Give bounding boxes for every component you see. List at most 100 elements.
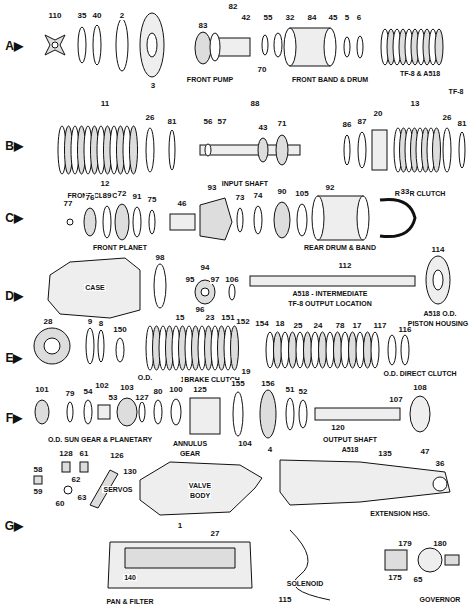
callout-number: 32 <box>285 14 296 22</box>
part-name: GEAR <box>179 450 201 457</box>
clutch-plate <box>289 332 297 368</box>
callout-number: 150 <box>112 326 127 334</box>
callout-number: 96 <box>195 306 206 314</box>
callout-number: 117 <box>373 322 388 330</box>
callout-number: 92 <box>325 184 336 192</box>
callout-number: 26 <box>145 114 156 122</box>
callout-number: 110 <box>48 12 63 20</box>
clutch-plate <box>433 128 441 172</box>
callout-number: 81 <box>457 120 468 128</box>
clutch-plate <box>319 332 327 368</box>
part-name: A518 <box>341 446 360 453</box>
part-name: O.D. DIRECT CLUTCH <box>382 370 457 377</box>
part-name: SOLENOID <box>286 580 325 587</box>
part-name: PISTON HOUSING <box>407 320 470 327</box>
callout-number: 179 <box>397 540 412 548</box>
callout-number: 15 <box>175 314 186 322</box>
part-name: A518 O.D. <box>422 310 457 317</box>
callout-number: 84 <box>307 14 318 22</box>
callout-number: 78 <box>335 322 346 330</box>
callout-number: 152 <box>235 318 250 326</box>
callout-number: 116 <box>398 326 413 334</box>
callout-number: 83 <box>198 22 209 30</box>
callout-number: 26 <box>442 114 453 122</box>
callout-number: 23 <box>205 314 216 322</box>
callout-number: 82 <box>228 3 239 11</box>
clutch-plate <box>231 326 239 370</box>
callout-number: 13 <box>410 100 421 108</box>
callout-number: 43 <box>258 124 269 132</box>
clutch-plate <box>364 332 372 368</box>
clutch-plate <box>371 332 379 368</box>
callout-number: 88 <box>250 100 261 108</box>
callout-number: 101 <box>34 386 49 394</box>
callout-number: 72 <box>117 190 128 198</box>
callout-number: 73 <box>235 194 246 202</box>
part-name: PAN & FILTER <box>105 598 154 605</box>
callout-number: 91 <box>132 193 143 201</box>
callout-number: 103 <box>119 384 134 392</box>
callout-number: 5 <box>344 14 350 22</box>
callout-number: 35 <box>77 12 88 20</box>
part-name: A518 - INTERMEDIATE <box>292 290 369 297</box>
callout-number: 112 <box>338 262 353 270</box>
callout-number: 120 <box>330 424 345 432</box>
part-name: ANNULUS <box>172 440 208 447</box>
clutch-plate <box>296 332 304 368</box>
callout-number: 154 <box>254 320 269 328</box>
row-marker: B▶ <box>4 140 24 152</box>
callout-number: 51 <box>285 386 296 394</box>
callout-number: 11 <box>100 100 110 108</box>
part-name: 140 <box>123 574 137 581</box>
callout-number: 127 <box>134 394 149 402</box>
callout-number: 74 <box>253 192 264 200</box>
callout-number: 87 <box>357 118 368 126</box>
clutch-plate <box>341 332 349 368</box>
part-name: FRONT PUMP <box>186 76 234 83</box>
clutch-plate <box>349 332 357 368</box>
callout-number: 47 <box>420 448 431 456</box>
part-name: CASE <box>84 284 105 291</box>
callout-number: 52 <box>298 388 309 396</box>
clutch-plate <box>356 332 364 368</box>
callout-number: 45 <box>328 14 339 22</box>
callout-number: 40 <box>92 12 103 20</box>
callout-number: 155 <box>230 380 245 388</box>
clutch-plate <box>130 126 138 174</box>
callout-number: 102 <box>94 382 109 390</box>
part-name: TF-8 & A518 <box>399 70 441 77</box>
clutch-plate <box>266 332 274 368</box>
callout-number: 79 <box>65 390 76 398</box>
clutch-plate <box>334 332 342 368</box>
part-name: FRONT BAND & DRUM <box>291 76 369 83</box>
row-marker: C▶ <box>4 212 24 224</box>
callout-number: 97 <box>210 276 221 284</box>
callout-number: 151 <box>220 314 235 322</box>
clutch-plate <box>311 332 319 368</box>
row-marker: F▶ <box>5 412 23 424</box>
callout-number: 100 <box>168 386 183 394</box>
callout-number: 80 <box>153 388 164 396</box>
callout-number: 115 <box>278 596 293 604</box>
part-name: GOVERNOR <box>419 596 462 603</box>
callout-number: 20 <box>373 110 384 118</box>
clutch-plate <box>304 332 312 368</box>
row-marker: D▶ <box>4 290 24 302</box>
part-name: TF-8 <box>448 88 465 95</box>
part-name: OUTPUT SHAFT <box>322 436 378 443</box>
callout-number: 70 <box>257 66 268 74</box>
callout-number: 56 <box>203 118 214 126</box>
callout-number: 54 <box>83 388 94 396</box>
callout-number: 175 <box>387 574 402 582</box>
callout-number: 130 <box>122 468 137 476</box>
part-name: FRONT PLANET <box>92 244 148 251</box>
callout-number: 89 <box>102 192 113 200</box>
part-name: BODY <box>189 492 211 499</box>
callout-number: 53 <box>108 394 119 402</box>
callout-number: 65 <box>413 576 424 584</box>
callout-number: 19 <box>241 368 252 376</box>
part-name: O.D. <box>137 374 153 381</box>
callout-number: 58 <box>33 466 44 474</box>
clutch-plate <box>281 332 289 368</box>
